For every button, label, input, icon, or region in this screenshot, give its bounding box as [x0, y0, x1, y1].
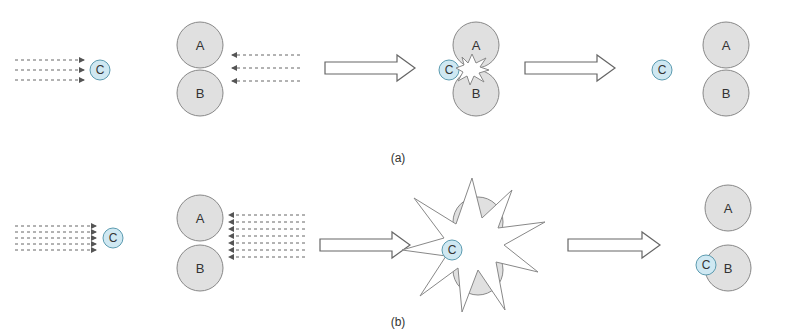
atom-letter: B	[724, 262, 733, 275]
atom-letter: A	[196, 212, 205, 225]
motion-lines	[15, 55, 305, 257]
atom-letter: B	[472, 87, 481, 100]
atom-circle: B	[176, 244, 224, 292]
atom-c-circle: C	[441, 239, 463, 261]
atom-letter: A	[722, 39, 731, 52]
atom-letter: B	[196, 262, 205, 275]
atom-letter: B	[722, 87, 731, 100]
atom-letter: C	[96, 64, 105, 76]
atom-c-circle: C	[695, 254, 717, 276]
atom-letter: C	[445, 64, 454, 76]
atom-letter: A	[472, 39, 481, 52]
atom-circle: A	[176, 21, 224, 69]
atom-circle: B	[176, 69, 224, 117]
atom-c-circle: C	[89, 59, 111, 81]
atom-circle: B	[702, 69, 750, 117]
atom-circle: A	[702, 21, 750, 69]
atom-circle: B	[452, 69, 500, 117]
atom-c-circle: C	[102, 227, 124, 249]
atom-letter: C	[109, 232, 118, 244]
atom-letter: A	[196, 39, 205, 52]
atom-c-circle: C	[438, 59, 460, 81]
atom-c-circle: C	[651, 59, 673, 81]
explosion	[402, 178, 545, 312]
atom-letter: C	[702, 259, 711, 271]
atom-letter: A	[724, 202, 733, 215]
atom-letter: C	[448, 244, 457, 256]
atom-circle: A	[452, 21, 500, 69]
atom-circle: A	[704, 184, 752, 232]
panel-label: (b)	[391, 315, 406, 329]
panel-label: (a)	[391, 151, 406, 165]
atom-letter: B	[196, 87, 205, 100]
atom-circle: A	[176, 194, 224, 242]
atom-letter: C	[658, 64, 667, 76]
